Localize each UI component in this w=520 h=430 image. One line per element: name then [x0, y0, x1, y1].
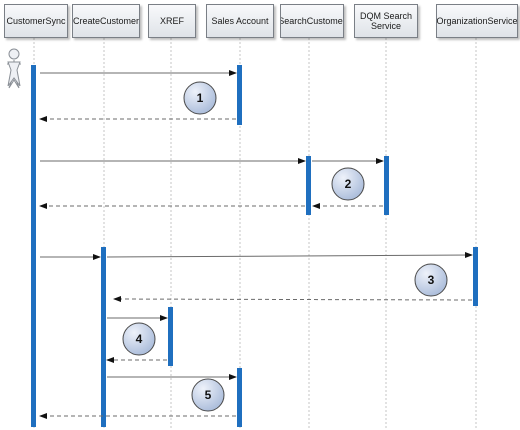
activation-dqmsearch — [384, 156, 389, 215]
lifeline-label: OrganizationService — [436, 16, 518, 26]
activation-organizationservice — [473, 247, 478, 306]
lifeline-xref[interactable]: XREF — [148, 4, 196, 38]
activation-customersync — [31, 65, 36, 427]
lifeline-dqmsearch[interactable]: DQM Search Service — [354, 4, 418, 38]
return-3 — [113, 296, 473, 303]
step-bubble-5 — [191, 378, 225, 412]
lifeline-label: SearchCustomer — [280, 16, 344, 26]
activation-salesaccount-2 — [237, 368, 242, 427]
activation-bars — [31, 65, 478, 427]
step-number-2: 2 — [345, 177, 352, 191]
return-arrows — [39, 116, 473, 419]
activation-createcustomer — [101, 247, 106, 427]
lifeline-lines — [33, 38, 477, 428]
activation-searchcustomer — [306, 156, 311, 215]
lifeline-label: XREF — [159, 16, 184, 26]
actor-icon — [7, 48, 21, 89]
lifeline-searchcustomer[interactable]: SearchCustomer — [280, 4, 344, 38]
lifeline-label: CustomerSync — [6, 16, 66, 26]
lifeline-salesaccount[interactable]: Sales Account — [206, 4, 274, 38]
lifeline-label: Sales Account — [211, 16, 269, 26]
lifeline-customersync[interactable]: CustomerSync — [4, 4, 68, 38]
step-number-5: 5 — [205, 388, 212, 402]
step-bubbles — [122, 81, 448, 412]
lifeline-createcustomer[interactable]: CreateCustomer — [72, 4, 140, 38]
step-bubble-3 — [414, 263, 448, 297]
step-number-3: 3 — [428, 273, 435, 287]
step-number-1: 1 — [197, 91, 204, 105]
step-numbers: 1 2 3 4 5 — [136, 91, 435, 402]
lifeline-label: DQM Search Service — [359, 11, 412, 31]
step-bubble-4 — [122, 322, 156, 356]
lifeline-label: CreateCustomer — [72, 16, 140, 26]
call-arrows — [40, 70, 473, 380]
activation-xref — [168, 307, 173, 366]
step-number-4: 4 — [136, 332, 143, 346]
lifeline-organizationservice[interactable]: OrganizationService — [436, 4, 518, 38]
step-bubble-1 — [183, 81, 217, 115]
step-bubble-2 — [331, 167, 365, 201]
activation-salesaccount-1 — [237, 65, 242, 125]
call-3b — [106, 252, 473, 259]
